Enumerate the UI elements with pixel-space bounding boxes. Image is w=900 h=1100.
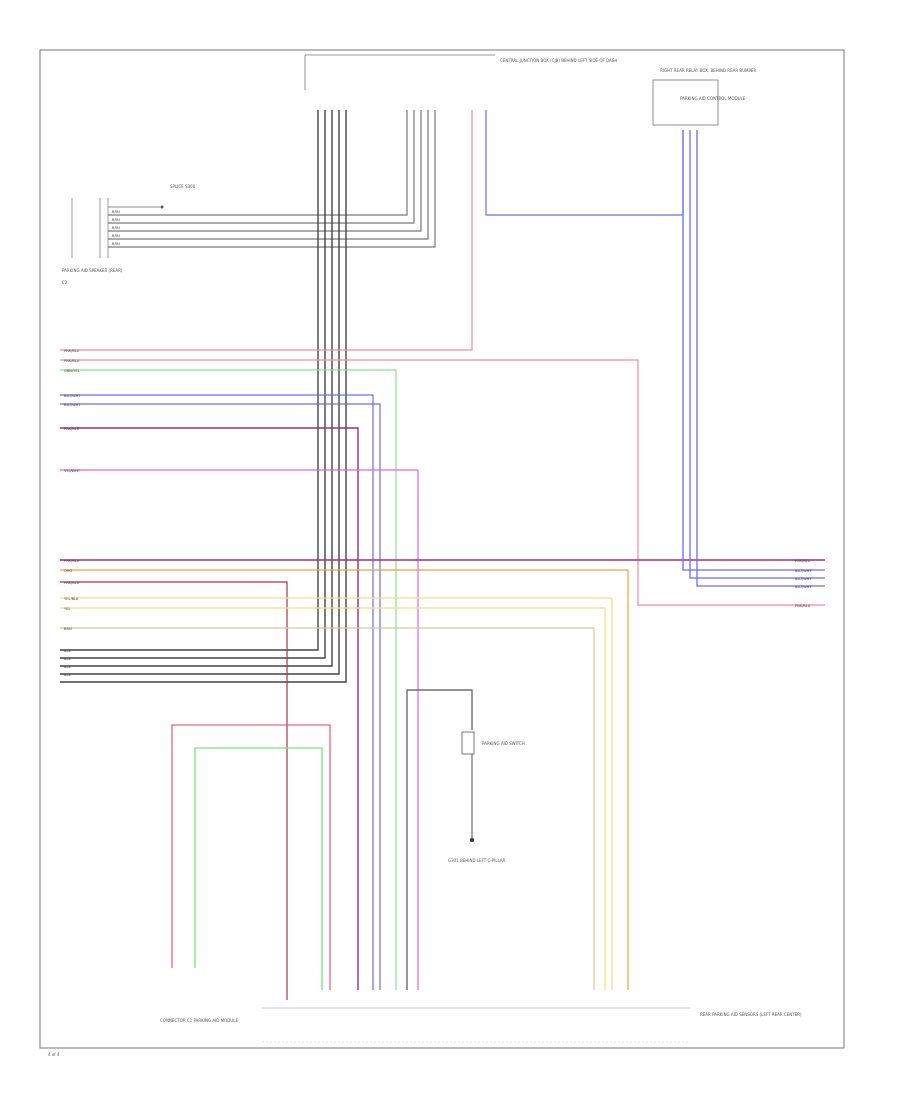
left-label: VIO/WHT — [64, 469, 81, 473]
diagram-frame — [39, 49, 845, 1049]
switch-label: PARKING AID SWITCH — [482, 741, 525, 746]
left-label: ORG — [64, 569, 72, 573]
left-connector-ref: C2 — [62, 280, 68, 285]
wire-pnk-1 — [60, 110, 473, 351]
wire-pnk-2 — [60, 359, 825, 606]
wire-tan — [60, 627, 595, 990]
top-right-inner-label: PARKING AID CONTROL MODULE — [680, 96, 746, 101]
left-label: YEL — [64, 607, 70, 611]
left-label: PNK/BLU — [64, 349, 80, 353]
splice-wire-label: BRN — [112, 226, 120, 230]
splice-label: SPLICE S300 — [170, 184, 196, 189]
ground-dot — [470, 838, 474, 842]
splice-dot — [160, 205, 164, 209]
right-labels: PNK/BLU BLU/WHT BLU/WHT BLU/WHT PNK/BLU — [795, 559, 812, 608]
right-label: PNK/BLU — [795, 604, 811, 608]
top-connector-label: CENTRAL JUNCTION BOX (CJB) BEHIND LEFT S… — [500, 58, 617, 63]
gray-harness — [108, 110, 436, 248]
left-label: BLK — [64, 665, 71, 669]
splice-wire-label: BRN — [112, 234, 120, 238]
bottom-left-label: CONNECTOR C1 PARKING AID MODULE — [160, 1018, 238, 1023]
wire-blu-2 — [60, 403, 381, 990]
ground-label: G301 BEHIND LEFT C-PILLAR — [448, 858, 506, 863]
left-label: YEL/BLK — [64, 597, 79, 601]
right-label: BLU/WHT — [795, 569, 812, 573]
left-label: GRN/YEL — [64, 369, 80, 373]
splice-wire-label: BRN — [112, 210, 120, 214]
wire-yel-2 — [60, 607, 606, 990]
bottom-right-label: REAR PARKING AID SENSORS (LEFT REAR CENT… — [700, 1012, 802, 1017]
left-label: BLU/WHT — [64, 403, 81, 407]
wire-pnk-blk — [60, 427, 359, 990]
left-label: PNK/BLU — [64, 581, 80, 585]
left-connector-label: PARKING AID SPEAKER (REAR) — [62, 268, 123, 273]
splice-wire-labels: BRN BRN BRN BRN BRN — [112, 210, 120, 246]
left-label: PNK/BLK — [64, 427, 80, 431]
wire-switch-feed — [406, 689, 473, 990]
left-label: BLU/WHT — [64, 394, 81, 398]
right-blue-bundle — [682, 130, 825, 587]
wire-vio — [60, 469, 419, 990]
splice-wire-label: BRN — [112, 242, 120, 246]
left-labels: PNK/BLU PNK/BLU GRN/YEL BLU/WHT BLU/WHT … — [64, 349, 81, 677]
left-label: BRN — [64, 627, 72, 631]
left-label: BLK — [64, 657, 71, 661]
right-label: BLU/WHT — [795, 585, 812, 589]
wire-loop-pnk — [171, 724, 331, 990]
wire-blu-top — [485, 110, 684, 216]
splice-wire-label: BRN — [112, 218, 120, 222]
left-label: BLK — [64, 673, 71, 677]
wire-org — [60, 569, 629, 990]
right-label: BLU/WHT — [795, 577, 812, 581]
wire-yel-1 — [60, 597, 613, 990]
left-label: PNK/BLU — [64, 559, 80, 563]
left-splice — [71, 198, 109, 258]
left-label: PNK/BLU — [64, 359, 80, 363]
wire-grn — [60, 369, 397, 990]
wire-red — [60, 581, 288, 1000]
wire-loop-grn — [194, 747, 323, 990]
switch-resistor — [461, 731, 475, 755]
top-right-label: RIGHT REAR RELAY BOX, BEHIND REAR BUMPER — [660, 68, 756, 73]
black-bundle — [60, 110, 347, 683]
parking-aid-module-box — [652, 79, 719, 126]
left-label: BLK — [64, 649, 71, 653]
right-label: PNK/BLU — [795, 559, 811, 563]
page-number: 4 of 4 — [48, 1052, 60, 1057]
wire-blu-1 — [60, 394, 374, 990]
